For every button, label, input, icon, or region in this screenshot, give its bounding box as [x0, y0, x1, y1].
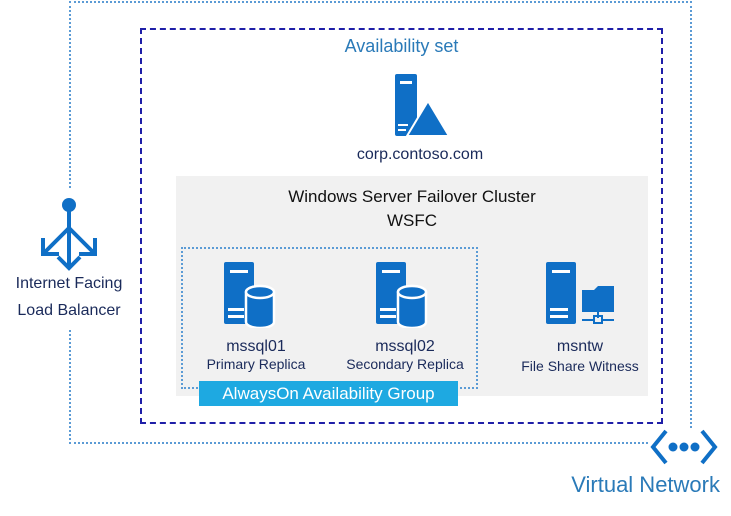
replica-name: mssql02: [375, 338, 435, 355]
virtual-network-icon[interactable]: [650, 428, 718, 466]
availability-group-label: AlwaysOn Availability Group: [199, 381, 458, 406]
witness-name: msntw: [556, 338, 604, 355]
witness-role: File Share Witness: [521, 358, 639, 374]
server-active-directory-icon[interactable]: [395, 74, 451, 138]
cluster-title: Windows Server Failover Cluster: [288, 187, 536, 206]
replica-name: mssql01: [226, 338, 286, 355]
sql-server-icon: [224, 262, 276, 328]
file-share-server-icon: [546, 262, 614, 324]
availability-set-boundary: [140, 28, 663, 424]
load-balancer-icon[interactable]: [38, 196, 100, 272]
sql-server-icon: [376, 262, 428, 328]
replica-role: Secondary Replica: [346, 356, 464, 372]
failover-cluster-title: Windows Server Failover Cluster WSFC: [176, 185, 648, 233]
load-balancer-label: Internet Facing Load Balancer: [2, 270, 136, 324]
domain-controller-label: corp.contoso.com: [356, 146, 484, 163]
replica-mssql02[interactable]: mssql02 Secondary Replica: [340, 262, 470, 372]
availability-set-label: Availability set: [344, 36, 459, 56]
load-balancer-label-line2: Load Balancer: [17, 302, 121, 319]
virtual-network-label: Virtual Network: [571, 472, 720, 497]
replica-role: Primary Replica: [206, 356, 306, 372]
file-share-witness[interactable]: msntw File Share Witness: [510, 262, 650, 374]
cluster-subtitle: WSFC: [386, 211, 438, 230]
load-balancer-label-line1: Internet Facing: [15, 275, 123, 292]
replica-mssql01[interactable]: mssql01 Primary Replica: [196, 262, 316, 372]
